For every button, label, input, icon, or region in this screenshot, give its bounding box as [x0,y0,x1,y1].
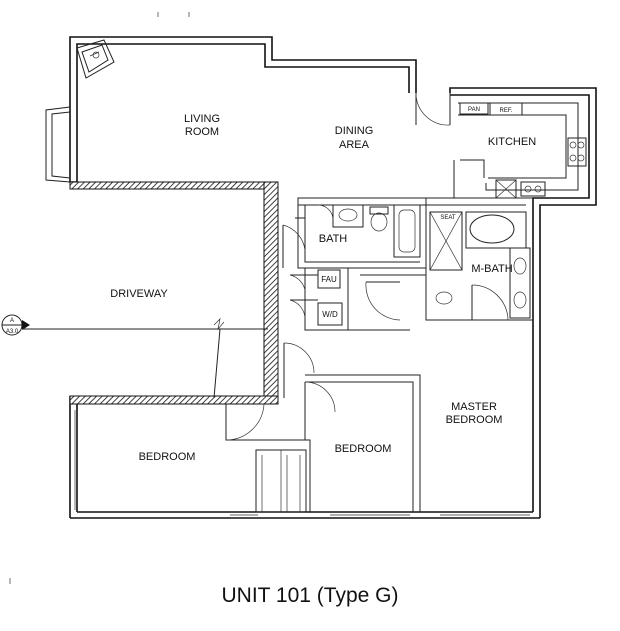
unit-title: UNIT 101 (Type G) [221,584,399,607]
utility-closets [289,268,427,331]
pan-label: PAN [468,107,480,113]
seat-label: SEAT [440,215,456,221]
exterior-walls [69,36,597,519]
fau-label: FAU [321,275,337,284]
interior-walls [74,338,530,516]
dining-area-label-1: DINING [335,125,374,137]
section-letter: A [10,318,14,324]
bay-window [45,106,71,183]
ref-label: REF. [499,108,512,114]
dining-area-label-2: AREA [339,139,370,151]
section-marker: A A3.0 [1,314,268,399]
m-bath-label: M-BATH [471,263,512,275]
master-bedroom-label-2: BEDROOM [446,414,503,426]
bath-label: BATH [319,233,348,245]
fireplace [76,39,115,79]
section-sheet: A3.0 [6,329,19,335]
driveway-label: DRIVEWAY [110,288,168,300]
living-room-label-2: ROOM [185,126,219,138]
scale-ticks [9,12,190,584]
kitchen-counters [453,102,587,199]
driveway-walls [69,181,279,405]
entry-door [415,92,451,126]
kitchen-label: KITCHEN [488,136,536,148]
washer-dryer-label: W/D [322,310,338,319]
bedroom-left-label: BEDROOM [139,451,196,463]
living-room-label-1: LIVING [184,113,220,125]
bedroom-center-label: BEDROOM [335,443,392,455]
master-bedroom-label-1: MASTER [451,401,497,413]
